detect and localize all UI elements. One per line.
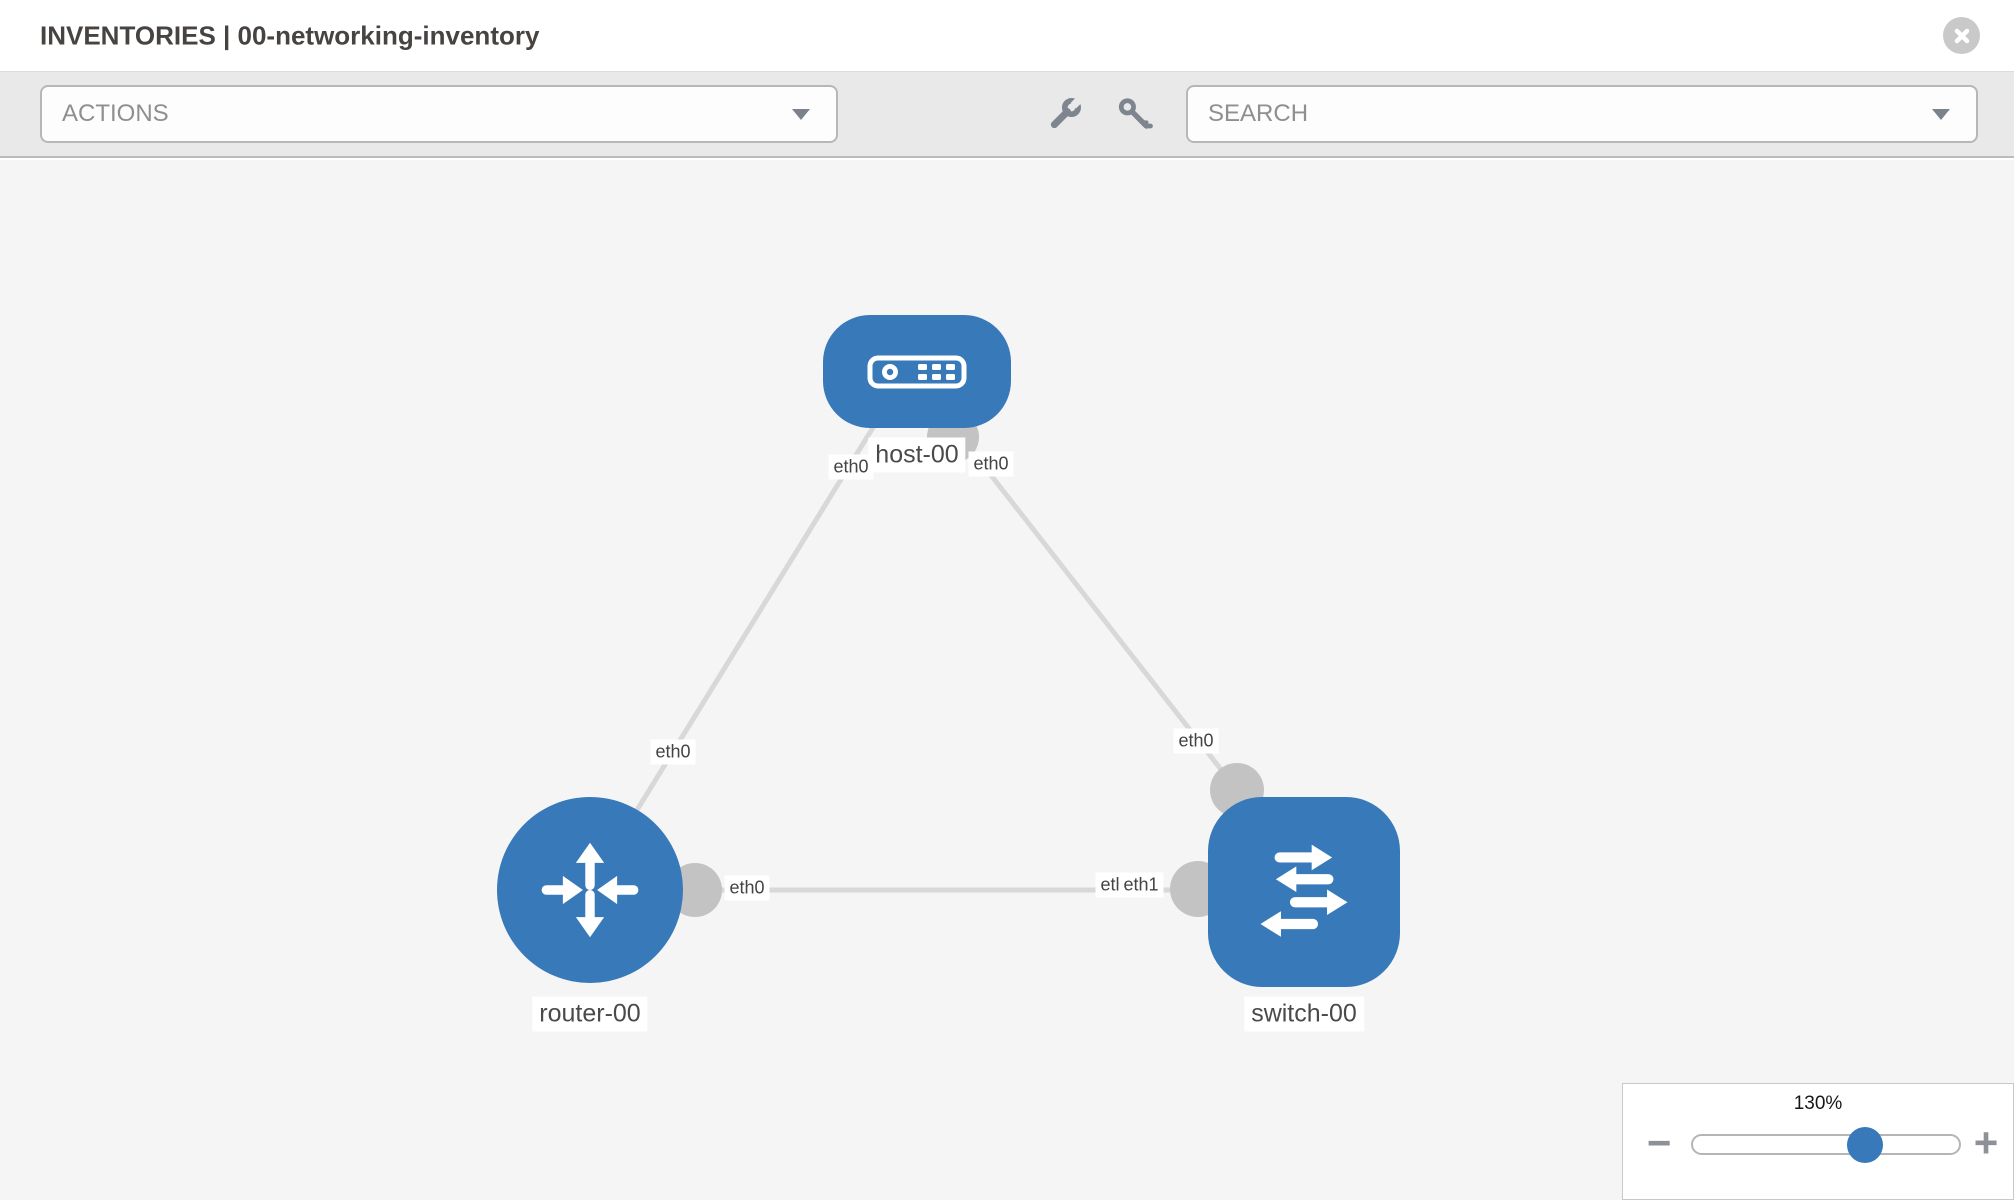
zoom-slider-handle[interactable] [1847, 1127, 1883, 1163]
configure-button[interactable] [1036, 85, 1094, 143]
interface-label-host-eth0-right: eth0 [968, 451, 1014, 477]
host-icon [867, 355, 967, 388]
interface-label-router-eth0: eth0 [724, 875, 770, 901]
topology-canvas[interactable] [0, 160, 2014, 1200]
node-router-00[interactable] [497, 797, 683, 983]
interface-label-router-link-eth0: eth0 [650, 739, 696, 765]
node-host-00[interactable] [823, 315, 1011, 428]
node-switch-00[interactable] [1208, 797, 1400, 987]
node-label-router-00: router-00 [532, 996, 648, 1032]
wrench-icon [1050, 97, 1082, 129]
interface-label-switch-eth1: eth1 [1118, 872, 1164, 898]
credentials-button[interactable] [1106, 85, 1164, 143]
interface-label-switch-link-eth0: eth0 [1173, 728, 1219, 754]
node-label-host-00: host-00 [868, 437, 966, 473]
node-label-switch-00: switch-00 [1244, 996, 1364, 1032]
close-button[interactable] [1943, 17, 1980, 54]
zoom-in-button[interactable]: + [1973, 1119, 1999, 1166]
zoom-level: 130% [1793, 1093, 1843, 1114]
close-icon [1954, 28, 1969, 43]
interface-label-host-eth0-left: eth0 [828, 454, 874, 480]
toolbar: ACTIONS SEARCH [0, 72, 2014, 158]
actions-dropdown-label: ACTIONS [62, 100, 169, 127]
chevron-down-icon [792, 109, 810, 120]
switch-icon [1260, 844, 1348, 937]
page-title: INVENTORIES | 00-networking-inventory [40, 20, 540, 50]
key-icon [1118, 98, 1153, 129]
chevron-down-icon [1932, 109, 1950, 120]
search-dropdown[interactable]: SEARCH [1186, 85, 1978, 143]
header: INVENTORIES | 00-networking-inventory [0, 0, 2014, 72]
actions-dropdown[interactable]: ACTIONS [40, 85, 838, 143]
zoom-control-panel: 130% − + [1622, 1083, 2014, 1200]
search-dropdown-label: SEARCH [1208, 100, 1309, 127]
zoom-slider-track[interactable] [1691, 1127, 1961, 1163]
router-icon [541, 842, 639, 938]
zoom-out-button[interactable]: − [1646, 1119, 1672, 1166]
